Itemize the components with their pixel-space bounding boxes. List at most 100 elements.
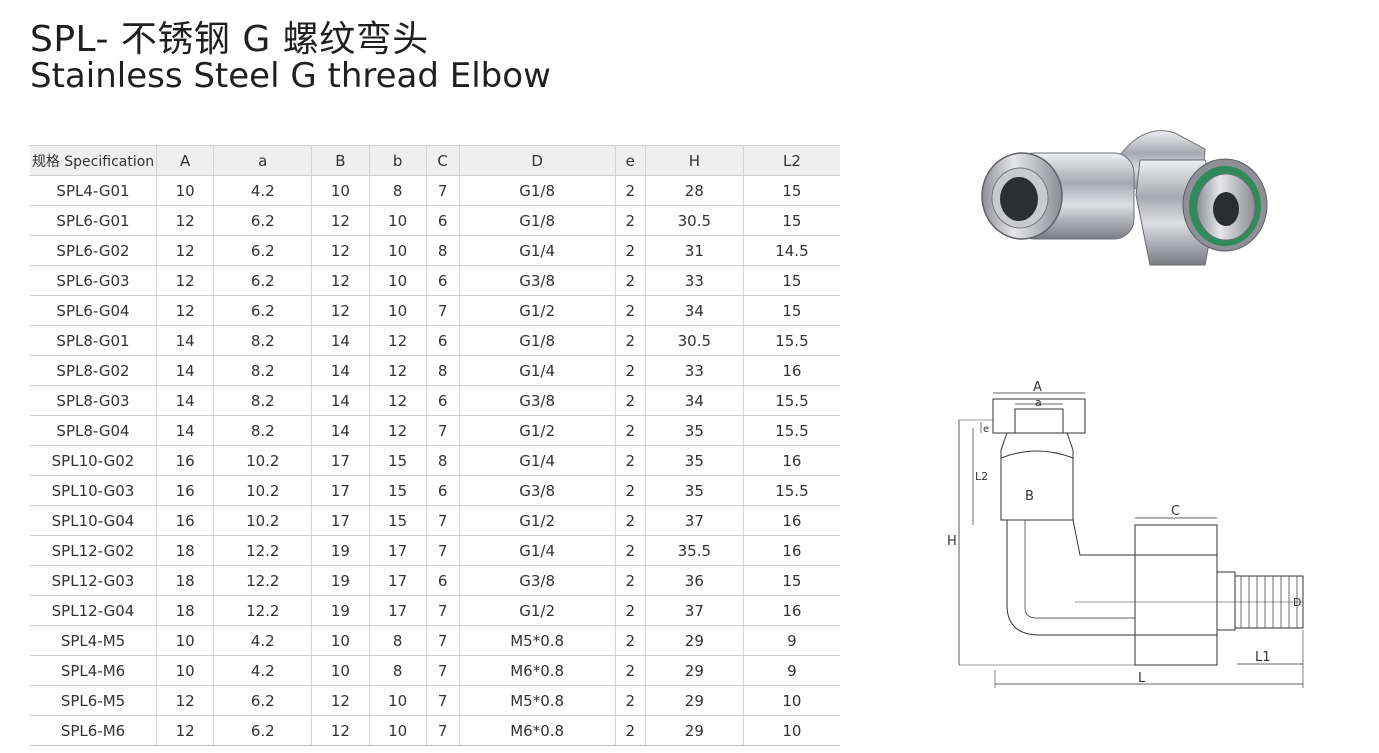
spec-value-cell: 12.2 [213, 595, 313, 626]
spec-value-cell: 10 [743, 715, 840, 746]
spec-model-cell: SPL8-G01 [30, 325, 157, 356]
spec-value-cell: 6 [426, 385, 460, 416]
spec-value-cell: 2 [615, 475, 646, 506]
spec-value-cell: 2 [615, 595, 646, 626]
spec-value-cell: 12 [369, 325, 427, 356]
page-title-cn: SPL- 不锈钢 G 螺纹弯头 [30, 19, 429, 60]
header-C: C [426, 145, 460, 176]
spec-value-cell: 16 [156, 475, 215, 506]
spec-value-cell: 14 [156, 385, 215, 416]
spec-value-cell: G3/8 [459, 565, 616, 596]
spec-value-cell: 29 [645, 625, 744, 656]
spec-value-cell: 2 [615, 265, 646, 296]
spec-value-cell: 19 [311, 595, 370, 626]
spec-value-cell: 2 [615, 235, 646, 266]
spec-value-cell: 15 [743, 205, 840, 236]
spec-value-cell: 7 [426, 685, 460, 716]
spec-value-cell: 9 [743, 625, 840, 656]
spec-model-cell: SPL4-M6 [30, 655, 157, 686]
spec-value-cell: 17 [369, 535, 427, 566]
spec-value-cell: 2 [615, 715, 646, 746]
header-L2: L2 [743, 145, 840, 176]
spec-value-cell: G1/2 [459, 295, 616, 326]
dim-label-L1: L1 [1255, 650, 1271, 665]
spec-value-cell: 10 [369, 265, 427, 296]
spec-value-cell: 12 [311, 235, 370, 266]
spec-value-cell: M5*0.8 [459, 685, 616, 716]
spec-value-cell: 35.5 [645, 535, 744, 566]
header-a: a [213, 145, 313, 176]
spec-value-cell: 14 [311, 325, 370, 356]
spec-value-cell: 2 [615, 385, 646, 416]
spec-value-cell: 9 [743, 655, 840, 686]
spec-value-cell: 2 [615, 445, 646, 476]
spec-value-cell: 19 [311, 565, 370, 596]
spec-value-cell: 7 [426, 505, 460, 536]
spec-value-cell: 10 [156, 175, 215, 206]
spec-value-cell: 16 [743, 445, 840, 476]
spec-model-cell: SPL10-G02 [30, 445, 157, 476]
spec-model-cell: SPL12-G03 [30, 565, 157, 596]
spec-value-cell: 15 [369, 505, 427, 536]
spec-model-cell: SPL10-G03 [30, 475, 157, 506]
elbow-fitting-photo [981, 130, 1268, 266]
spec-value-cell: 2 [615, 355, 646, 386]
table-header-row: 规格 Specification A a B b C D e H L2 [30, 145, 840, 176]
spec-model-cell: SPL4-G01 [30, 175, 157, 206]
spec-value-cell: 14.5 [743, 235, 840, 266]
spec-value-cell: 15 [743, 565, 840, 596]
spec-value-cell: 7 [426, 715, 460, 746]
spec-value-cell: 17 [311, 505, 370, 536]
spec-value-cell: 12 [156, 205, 215, 236]
spec-value-cell: 7 [426, 415, 460, 446]
spec-model-cell: SPL6-M5 [30, 685, 157, 716]
spec-value-cell: 12 [369, 385, 427, 416]
dim-label-a: a [1035, 396, 1042, 409]
spec-value-cell: 12 [156, 235, 215, 266]
spec-value-cell: 37 [645, 595, 744, 626]
spec-value-cell: 14 [156, 325, 215, 356]
spec-value-cell: 2 [615, 685, 646, 716]
header-A: A [156, 145, 215, 176]
spec-value-cell: 6 [426, 475, 460, 506]
spec-value-cell: 6 [426, 205, 460, 236]
spec-value-cell: 18 [156, 535, 215, 566]
spec-value-cell: 10 [311, 625, 370, 656]
spec-value-cell: 2 [615, 655, 646, 686]
spec-value-cell: 2 [615, 175, 646, 206]
spec-model-cell: SPL8-G03 [30, 385, 157, 416]
dim-label-L2: L2 [975, 470, 988, 483]
spec-value-cell: 10.2 [213, 505, 313, 536]
spec-value-cell: 2 [615, 295, 646, 326]
spec-value-cell: 15 [369, 445, 427, 476]
spec-value-cell: 16 [743, 355, 840, 386]
spec-value-cell: 12 [311, 685, 370, 716]
spec-value-cell: 31 [645, 235, 744, 266]
spec-value-cell: 12 [311, 715, 370, 746]
spec-value-cell: 15.5 [743, 325, 840, 356]
spec-value-cell: 35 [645, 475, 744, 506]
spec-value-cell: 14 [311, 355, 370, 386]
spec-value-cell: 8.2 [213, 355, 313, 386]
spec-value-cell: 7 [426, 625, 460, 656]
spec-value-cell: 7 [426, 295, 460, 326]
spec-value-cell: M5*0.8 [459, 625, 616, 656]
spec-model-cell: SPL6-G04 [30, 295, 157, 326]
spec-value-cell: 8.2 [213, 415, 313, 446]
spec-value-cell: 2 [615, 415, 646, 446]
spec-value-cell: 10 [369, 235, 427, 266]
spec-value-cell: 2 [615, 565, 646, 596]
spec-value-cell: 18 [156, 595, 215, 626]
dim-label-L: L [1138, 671, 1146, 686]
spec-value-cell: 6.2 [213, 235, 313, 266]
spec-model-cell: SPL6-G01 [30, 205, 157, 236]
